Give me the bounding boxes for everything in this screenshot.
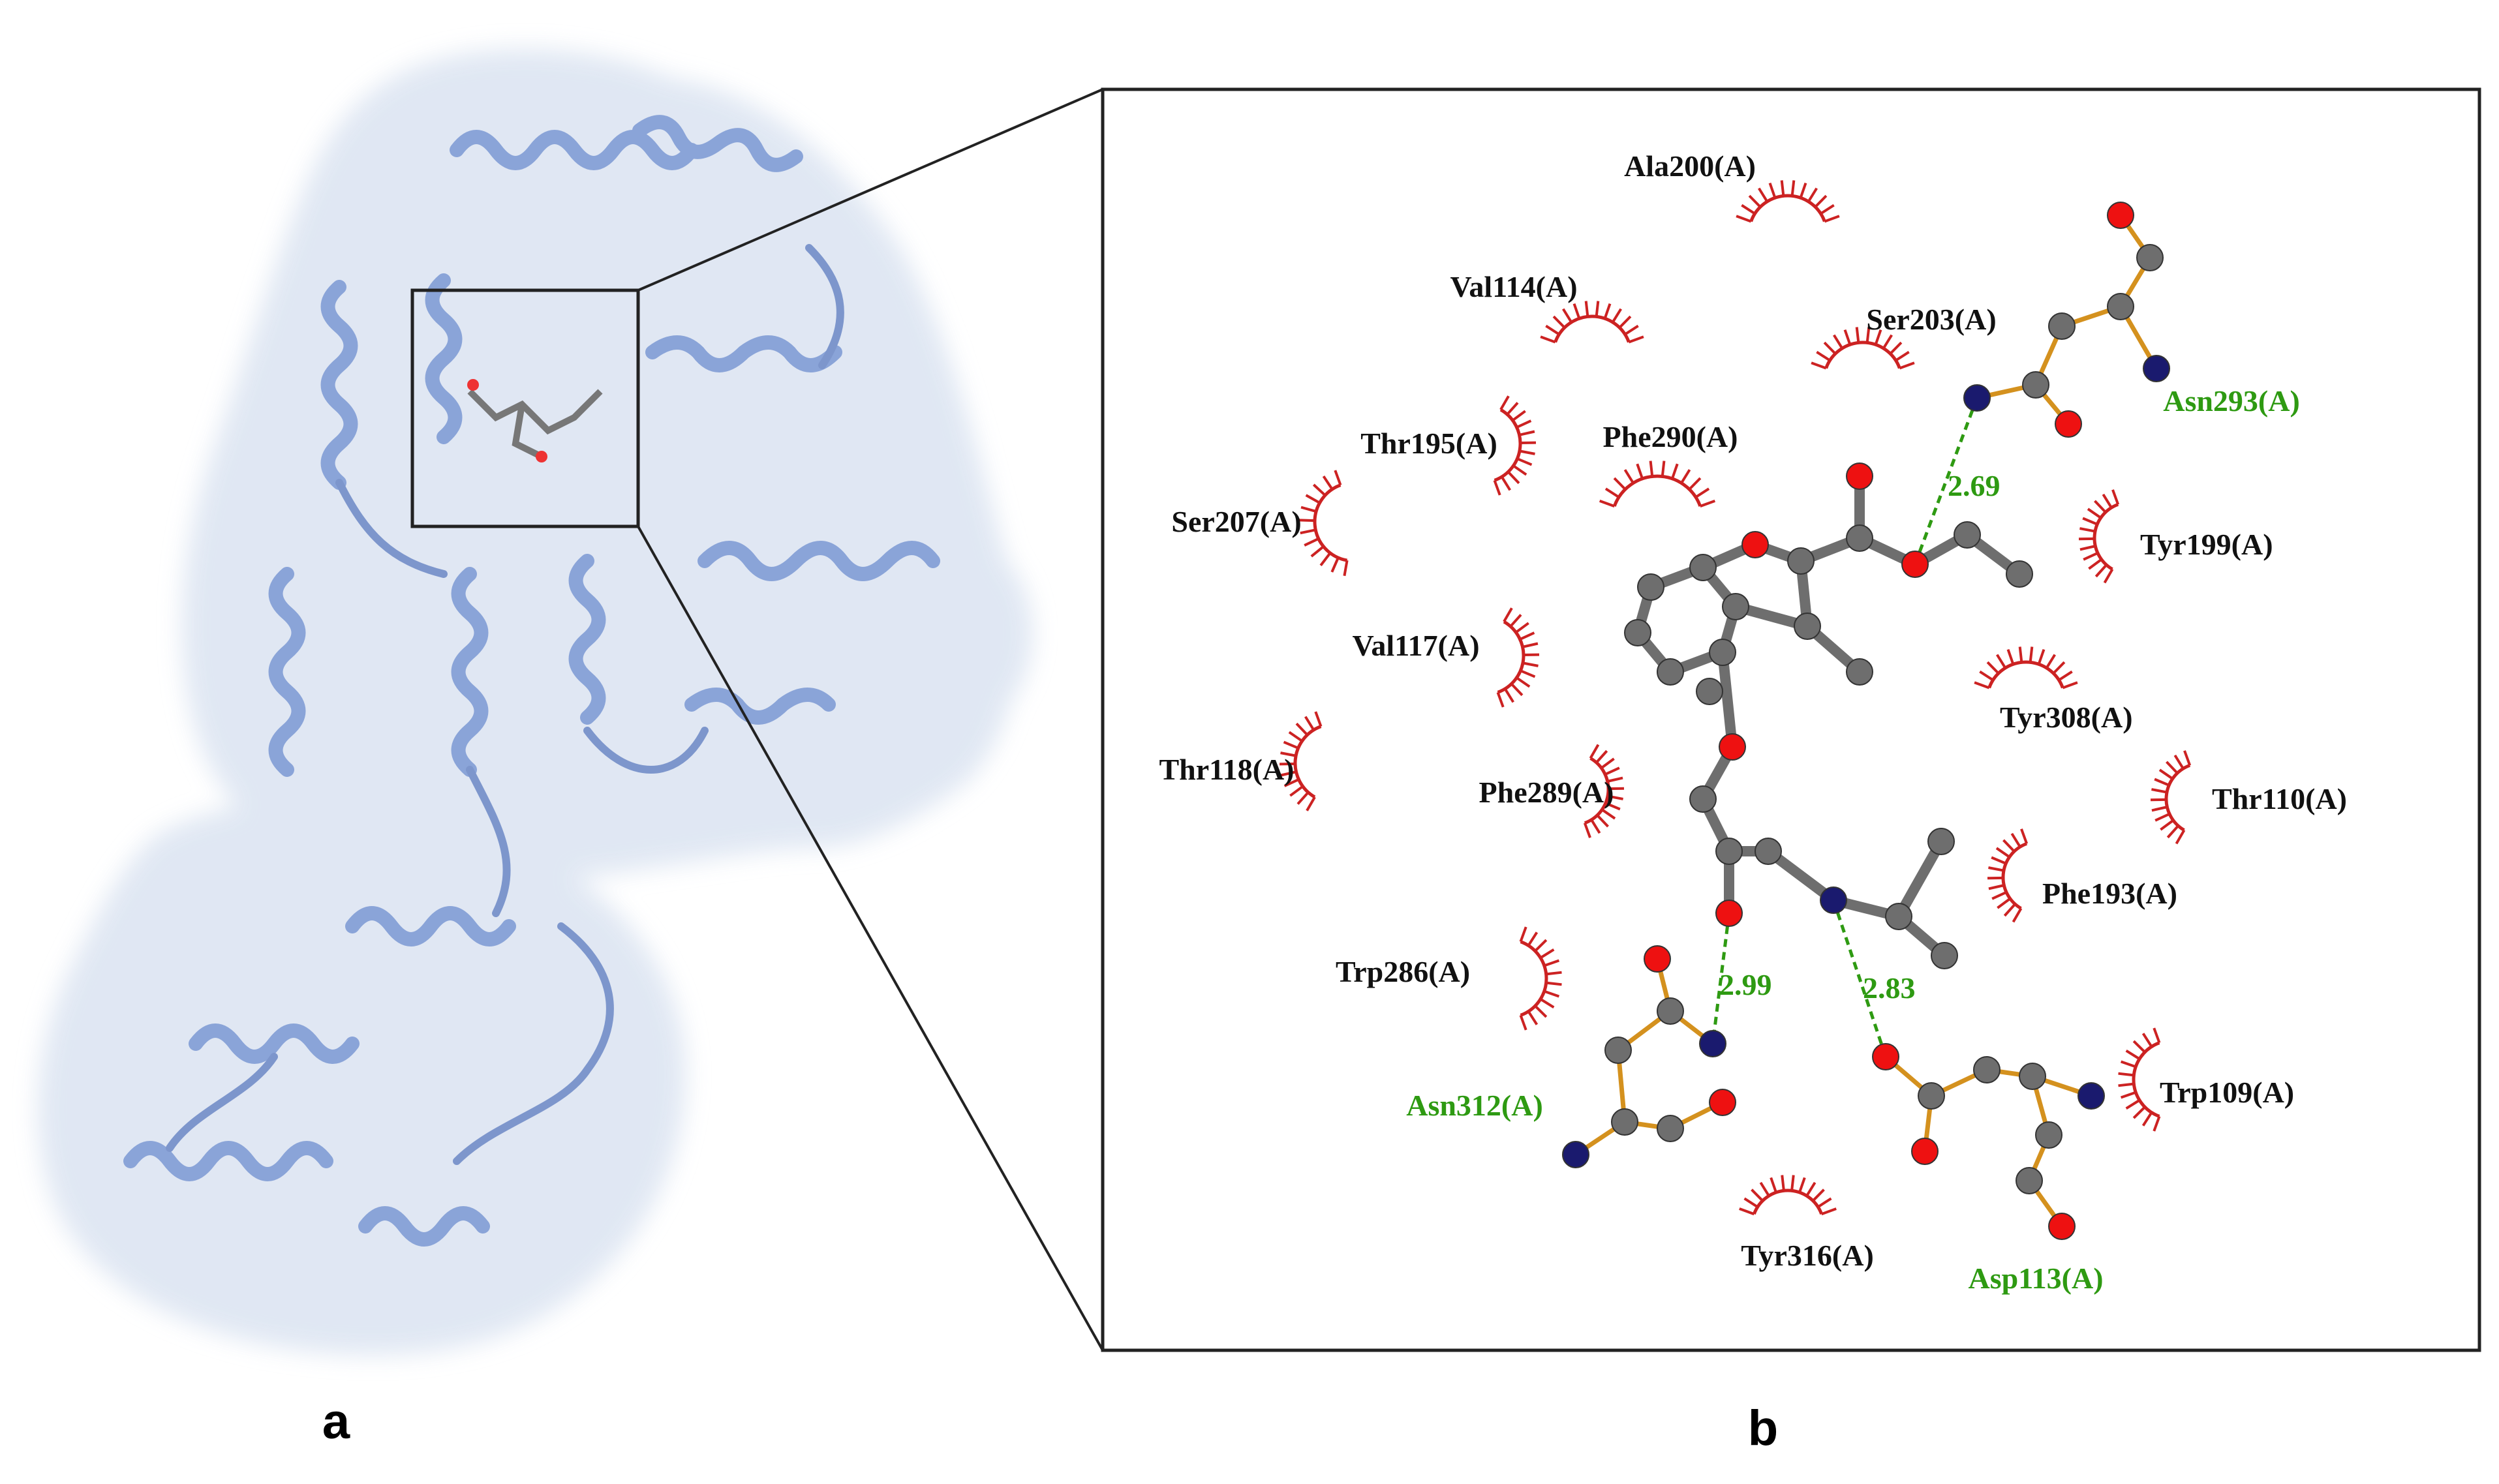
carbon-atom (1931, 943, 1957, 969)
carbon-atom (1755, 838, 1781, 864)
carbon-atom (2108, 294, 2134, 320)
carbon-atom (1918, 1083, 1944, 1109)
hydrophobic-arc-tick (2031, 647, 2032, 663)
carbon-atom (1974, 1057, 2000, 1083)
panel-label-a: a (322, 1394, 350, 1449)
hydrophobic-arc-tick (1792, 1175, 1794, 1190)
hydrophobic-arc-tick (1546, 973, 1562, 975)
carbon-atom (2019, 1063, 2046, 1089)
oxygen-atom (2055, 411, 2081, 437)
oxygen-atom (1644, 946, 1670, 972)
oxygen-atom (1742, 532, 1768, 558)
hbond-distance-label: 2.69 (1948, 469, 2001, 502)
ligand-oxygen (467, 379, 479, 391)
protein-surface (38, 49, 1033, 1355)
carbon-atom (1657, 998, 1683, 1024)
oxygen-atom (1902, 551, 1928, 577)
carbon-atom (1638, 574, 1664, 600)
carbon-atom (1794, 613, 1820, 639)
carbon-atom (1605, 1037, 1631, 1063)
hydrophobic-arc-tick (2119, 1074, 2134, 1076)
carbon-atom (1723, 594, 1749, 620)
oxygen-atom (1912, 1138, 1938, 1164)
nitrogen-atom (2078, 1083, 2104, 1109)
oxygen-atom (1847, 463, 1873, 489)
hydrophobic-residue-label: Phe290(A) (1603, 420, 1738, 453)
hydrophobic-residue-label: Tyr308(A) (2000, 701, 2133, 734)
carbon-atom (1657, 1115, 1683, 1142)
carbon-atom (2016, 1168, 2042, 1194)
oxygen-atom (2108, 202, 2134, 228)
hydrophobic-residue-label: Tyr199(A) (2140, 528, 2273, 561)
carbon-atom (1612, 1109, 1638, 1135)
hydrophobic-residue-label: Val114(A) (1450, 270, 1577, 303)
interaction-panel-frame (1103, 89, 2479, 1350)
carbon-atom (1625, 620, 1651, 646)
carbon-atom (2006, 561, 2032, 587)
carbon-atom (1716, 838, 1742, 864)
hydrophobic-arc-tick (2020, 647, 2022, 663)
oxygen-atom (1716, 900, 1742, 926)
hydrophobic-residue-label: Thr118(A) (1159, 753, 1295, 786)
hydrophobic-residue-label: Thr110(A) (2212, 782, 2347, 815)
hbond-distance-label: 2.83 (1863, 971, 1916, 1005)
carbon-atom (1788, 548, 1814, 574)
carbon-atom (1847, 525, 1873, 551)
hydrophobic-arc-tick (1651, 461, 1653, 477)
carbon-atom (1657, 659, 1683, 685)
hydrophobic-arc-tick (1586, 301, 1588, 317)
nitrogen-atom (1964, 385, 1990, 411)
hydrophobic-residue-label: Phe193(A) (2042, 877, 2177, 910)
nitrogen-atom (1563, 1142, 1589, 1168)
carbon-atom (1690, 786, 1716, 812)
hydrophobic-arc-tick (1857, 327, 1859, 343)
hydrophobic-arc-tick (1782, 1175, 1784, 1190)
hydrophobic-arc-tick (1597, 301, 1599, 317)
hydrophobic-residue-label: Ser207(A) (1171, 505, 1301, 538)
carbon-atom (1696, 678, 1723, 704)
hydrophobic-arc-tick (1663, 461, 1664, 477)
ligand-oxygen (536, 451, 547, 462)
panel-label-b: b (1748, 1401, 1778, 1456)
hydrophobic-arc-tick (1792, 181, 1794, 196)
carbon-atom (2036, 1122, 2062, 1148)
carbon-atom (2049, 313, 2075, 339)
nitrogen-atom (2143, 356, 2169, 382)
hbond-distance-label: 2.99 (1719, 968, 1772, 1001)
hydrophobic-residue-label: Ala200(A) (1624, 149, 1756, 183)
hbond-residue-label: Asp113(A) (1968, 1262, 2103, 1295)
oxygen-atom (1873, 1044, 1899, 1070)
hydrophobic-residue-label: Trp109(A) (2160, 1076, 2294, 1109)
hbond-residue-label: Asn312(A) (1406, 1089, 1543, 1122)
carbon-atom (1954, 522, 1980, 548)
carbon-atom (1690, 554, 1716, 581)
nitrogen-atom (1700, 1031, 1726, 1057)
carbon-atom (1847, 659, 1873, 685)
carbon-atom (1886, 903, 1912, 930)
hydrophobic-residue-label: Ser203(A) (1866, 303, 1996, 336)
carbon-atom (1709, 639, 1736, 665)
carbon-atom (2137, 245, 2163, 271)
hbond-residue-label: Asn293(A) (2163, 384, 2300, 417)
surface-lower-lobe (38, 802, 686, 1355)
oxygen-atom (1709, 1089, 1736, 1115)
hydrophobic-residue-label: Val117(A) (1352, 629, 1479, 662)
oxygen-atom (1719, 734, 1745, 760)
carbon-atom (2023, 372, 2049, 398)
hydrophobic-arc-tick (1782, 181, 1784, 196)
hydrophobic-residue-label: Phe289(A) (1479, 776, 1614, 809)
hydrophobic-residue-label: Tyr316(A) (1741, 1239, 1874, 1272)
hydrophobic-residue-label: Trp286(A) (1336, 955, 1470, 988)
oxygen-atom (2049, 1213, 2075, 1239)
nitrogen-atom (1820, 887, 1847, 913)
hydrophobic-arc-tick (2119, 1084, 2134, 1086)
hydrophobic-arc-tick (1546, 983, 1562, 985)
hydrophobic-residue-label: Thr195(A) (1360, 427, 1497, 460)
carbon-atom (1928, 828, 1954, 855)
protein-structure-image (38, 49, 1033, 1355)
